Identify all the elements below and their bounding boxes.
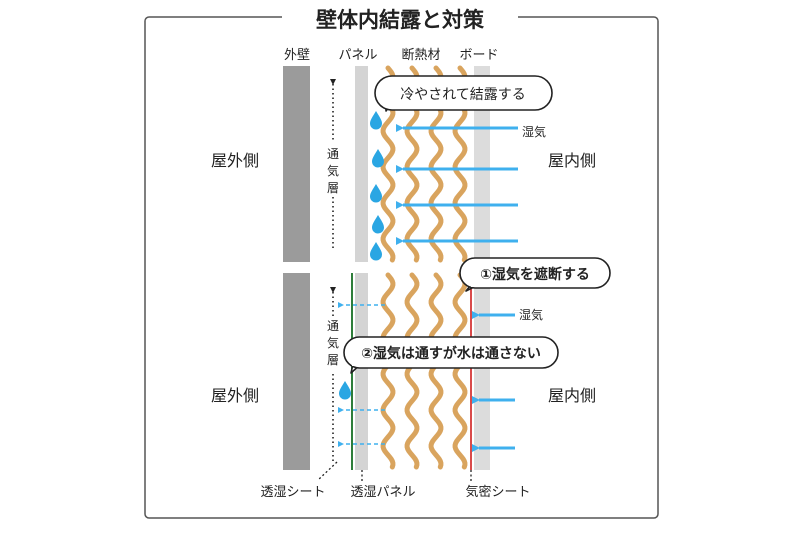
diagram-title: 壁体内結露と対策: [316, 8, 485, 32]
label-panel: パネル: [338, 48, 377, 63]
top-board: [474, 66, 490, 262]
label-insulation: 断熱材: [401, 48, 440, 63]
top-vapor-label: 湿気: [522, 124, 546, 139]
label-breathable-panel: 透湿パネル: [350, 485, 415, 500]
label-outer-wall: 外壁: [284, 48, 310, 63]
insulation-fiber: [404, 272, 420, 470]
water-drop-icon: [372, 215, 384, 234]
bottom-air-char-2: 気: [327, 335, 339, 350]
top-air-char-2: 気: [327, 163, 339, 178]
water-drop-icon: [370, 111, 382, 130]
water-drop-icon: [339, 381, 351, 400]
bottom-air-char-1: 通: [327, 319, 339, 333]
label-board: ボード: [459, 48, 498, 63]
leader-breathable-sheet: [317, 461, 338, 481]
bottom-callout1-text: ①湿気を遮断する: [480, 266, 590, 283]
top-callout-text: 冷やされて結露する: [400, 87, 526, 103]
top-air-char-3: 層: [327, 181, 339, 195]
top-panel: [355, 66, 368, 262]
bottom-inside-label: 屋内側: [548, 386, 596, 405]
bottom-board: [474, 273, 490, 470]
bottom-section: 通 気 層 屋外側 屋内側 湿気 ①湿気を遮断する ②湿気は通すが水は通さない: [211, 257, 611, 470]
top-outer-wall: [283, 66, 310, 262]
bottom-callout2-text: ②湿気は通すが水は通さない: [361, 345, 541, 362]
top-inside-label: 屋内側: [548, 151, 596, 170]
top-callout-bubble: [374, 75, 553, 111]
bottom-callout1-tail-mask: [471, 281, 482, 287]
insulation-fiber: [380, 272, 396, 470]
water-drop-icon: [370, 184, 382, 203]
water-drop-icon: [372, 149, 384, 168]
top-air-char-1: 通: [327, 147, 339, 161]
bottom-panel: [355, 273, 368, 470]
bottom-insulation-fibers: [380, 272, 468, 470]
water-drop-icon: [370, 242, 382, 261]
insulation-fiber: [428, 272, 444, 470]
bottom-outer-wall: [283, 273, 310, 470]
label-breathable-sheet: 透湿シート: [260, 485, 325, 500]
bottom-vapor-label: 湿気: [519, 307, 543, 322]
bottom-air-char-3: 層: [327, 353, 339, 367]
insulation-fiber: [452, 272, 468, 470]
bottom-outside-label: 屋外側: [211, 386, 259, 405]
top-section: 通 気 層 屋外側 屋内側 湿気 冷やされて結露する: [211, 65, 596, 263]
top-callout-tail-mask: [384, 96, 398, 102]
label-airtight-sheet: 気密シート: [465, 484, 530, 500]
top-outside-label: 屋外側: [211, 151, 259, 170]
bottom-callout2-tail-mask: [352, 360, 364, 366]
bottom-callout1-bubble: [459, 257, 611, 289]
bottom-callout2-bubble: [343, 336, 559, 369]
title-backdrop: [282, 4, 518, 32]
